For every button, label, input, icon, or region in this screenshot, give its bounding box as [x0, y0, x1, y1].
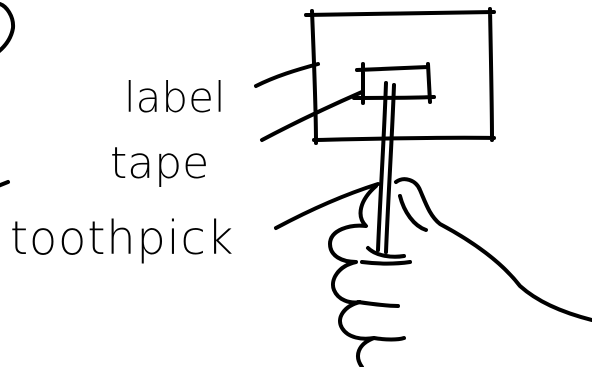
toothpick: [378, 83, 394, 252]
leader-line-tape: [262, 92, 362, 140]
label-rectangle: [306, 9, 494, 143]
tape-text: tape: [110, 138, 209, 189]
edge-fragment-top: [0, 4, 13, 52]
edge-fragment-bottom: [0, 182, 8, 186]
hand-holding-icon: [330, 179, 592, 367]
toothpick-text: toothpick: [10, 211, 234, 265]
leader-line-label: [256, 64, 318, 86]
label-text: label: [124, 73, 226, 122]
